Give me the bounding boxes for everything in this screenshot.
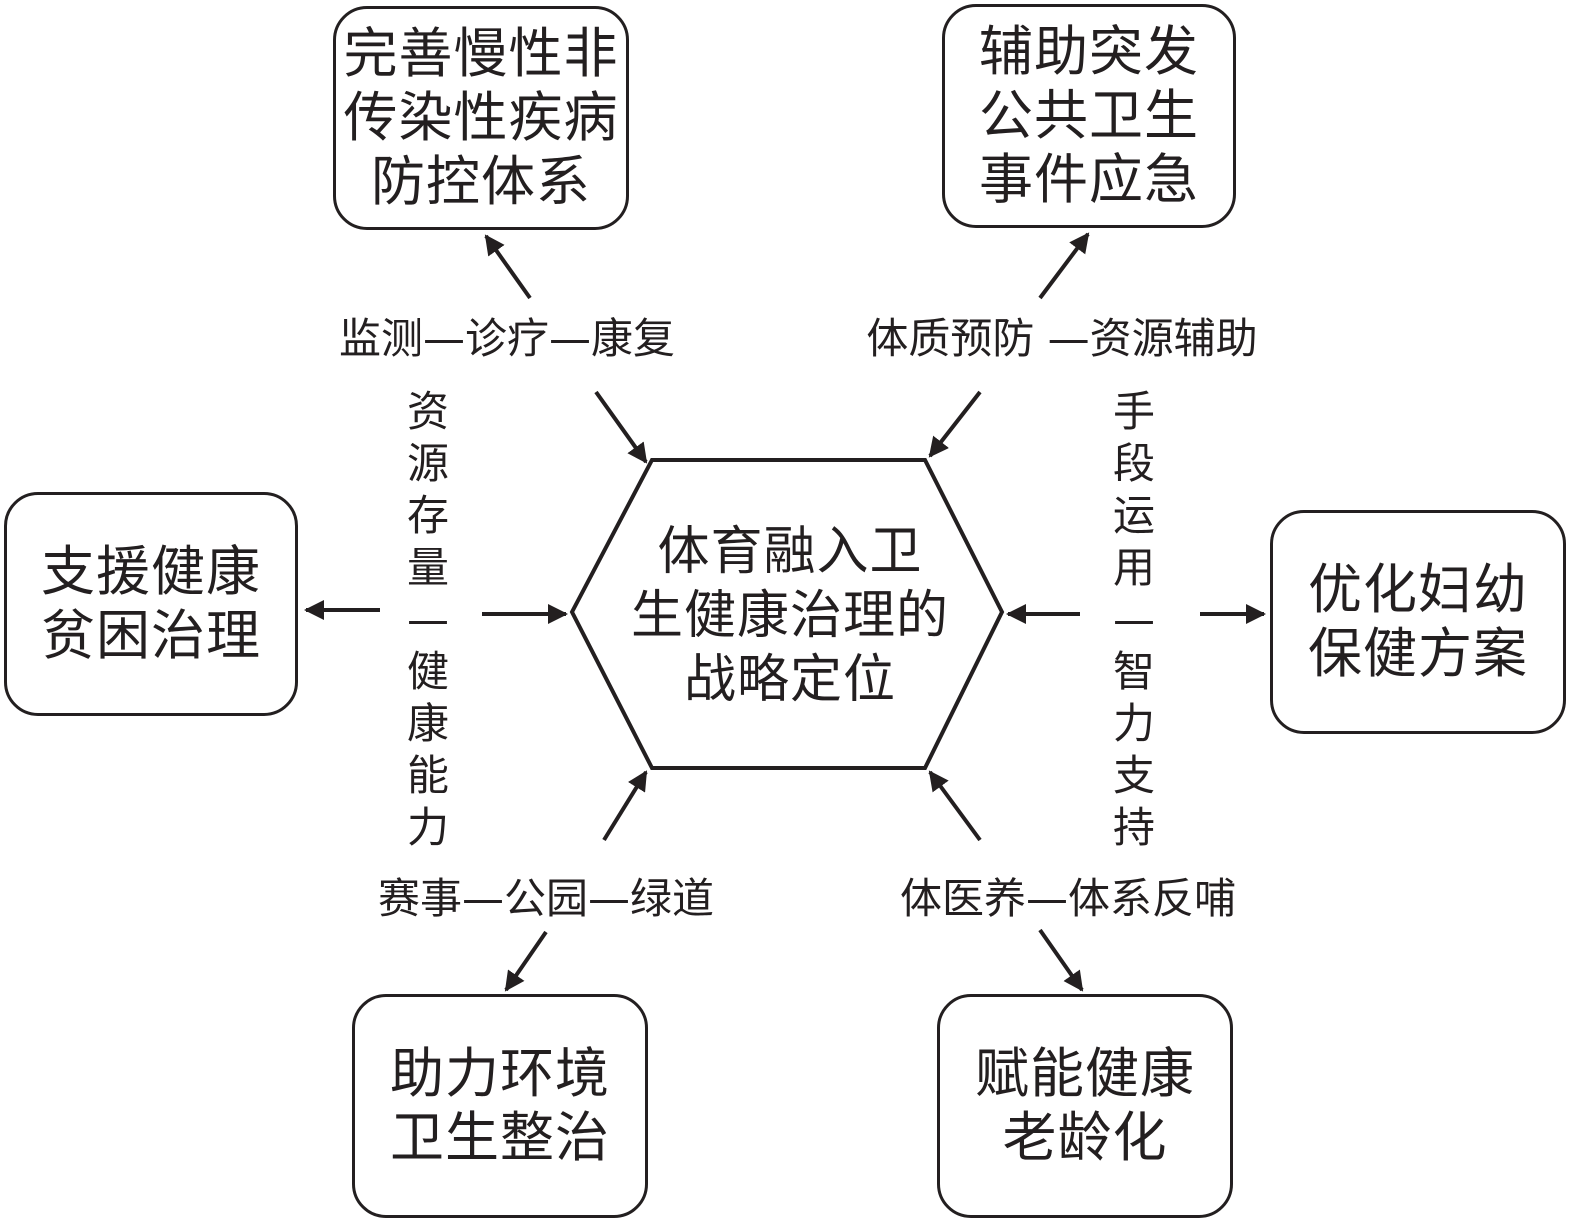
label-sport-medical-care: 体医养—体系反哺 <box>899 874 1236 923</box>
box-text: 助力环境 卫生整治 <box>390 1042 610 1170</box>
box-public-health-emergency: 辅助突发 公共卫生 事件应急 <box>942 4 1236 228</box>
box-line: 优化妇幼 <box>1308 558 1528 621</box>
box-line: 辅助突发 <box>979 20 1199 83</box>
box-line: 支援健康 <box>41 540 261 603</box>
center-line: 体育融入卫 <box>657 522 923 582</box>
box-line: 老龄化 <box>1002 1106 1168 1169</box>
box-line: 完善慢性非 <box>343 22 619 85</box>
arrow-top-right-out <box>1038 232 1090 300</box>
box-healthy-aging: 赋能健康 老龄化 <box>937 994 1233 1218</box>
arrow-bottom-left-in <box>602 770 648 842</box>
box-text: 赋能健康 老龄化 <box>975 1042 1195 1170</box>
box-line: 事件应急 <box>979 148 1199 211</box>
arrow-bottom-right-in <box>928 770 982 842</box>
arrow-bottom-left-out <box>504 930 548 992</box>
center-hexagon <box>569 458 1005 770</box>
arrow-top-left-in <box>594 390 648 464</box>
center-line: 生健康治理的 <box>630 586 949 646</box>
center-title: 体育融入卫 生健康治理的 战略定位 <box>600 520 980 712</box>
arrow-top-left-out <box>484 234 532 300</box>
arrow-top-right-in <box>928 390 982 458</box>
box-health-poverty: 支援健康 贫困治理 <box>4 492 298 716</box>
box-line: 防控体系 <box>371 150 591 213</box>
arrow-bottom-right-out <box>1038 928 1084 992</box>
center-line: 战略定位 <box>683 650 896 710</box>
box-text: 辅助突发 公共卫生 事件应急 <box>979 20 1199 212</box>
box-line: 传染性疾病 <box>343 86 619 149</box>
box-line: 助力环境 <box>390 1042 610 1105</box>
box-text: 支援健康 贫困治理 <box>41 540 261 668</box>
box-line: 贫困治理 <box>41 604 261 667</box>
label-monitor-treat-rehab: 监测—诊疗—康复 <box>338 314 675 363</box>
label-means-intellectual-support: 手 段 运 用 — 智 力 支 持 <box>1112 387 1155 852</box>
box-line: 赋能健康 <box>975 1042 1195 1105</box>
box-chronic-disease-prevention: 完善慢性非 传染性疾病 防控体系 <box>333 6 629 230</box>
label-physique-resource: 体质预防 —资源辅助 <box>866 314 1258 363</box>
box-text: 优化妇幼 保健方案 <box>1308 558 1528 686</box>
box-environmental-sanitation: 助力环境 卫生整治 <box>352 994 648 1218</box>
box-line: 保健方案 <box>1308 622 1528 685</box>
box-maternal-child-health: 优化妇幼 保健方案 <box>1270 510 1566 734</box>
box-text: 完善慢性非 传染性疾病 防控体系 <box>344 22 619 214</box>
label-resource-health-capacity: 资 源 存 量 — 健 康 能 力 <box>406 387 449 852</box>
box-line: 卫生整治 <box>390 1106 610 1169</box>
label-events-parks-greenways: 赛事—公园—绿道 <box>377 874 714 923</box>
box-line: 公共卫生 <box>979 84 1199 147</box>
